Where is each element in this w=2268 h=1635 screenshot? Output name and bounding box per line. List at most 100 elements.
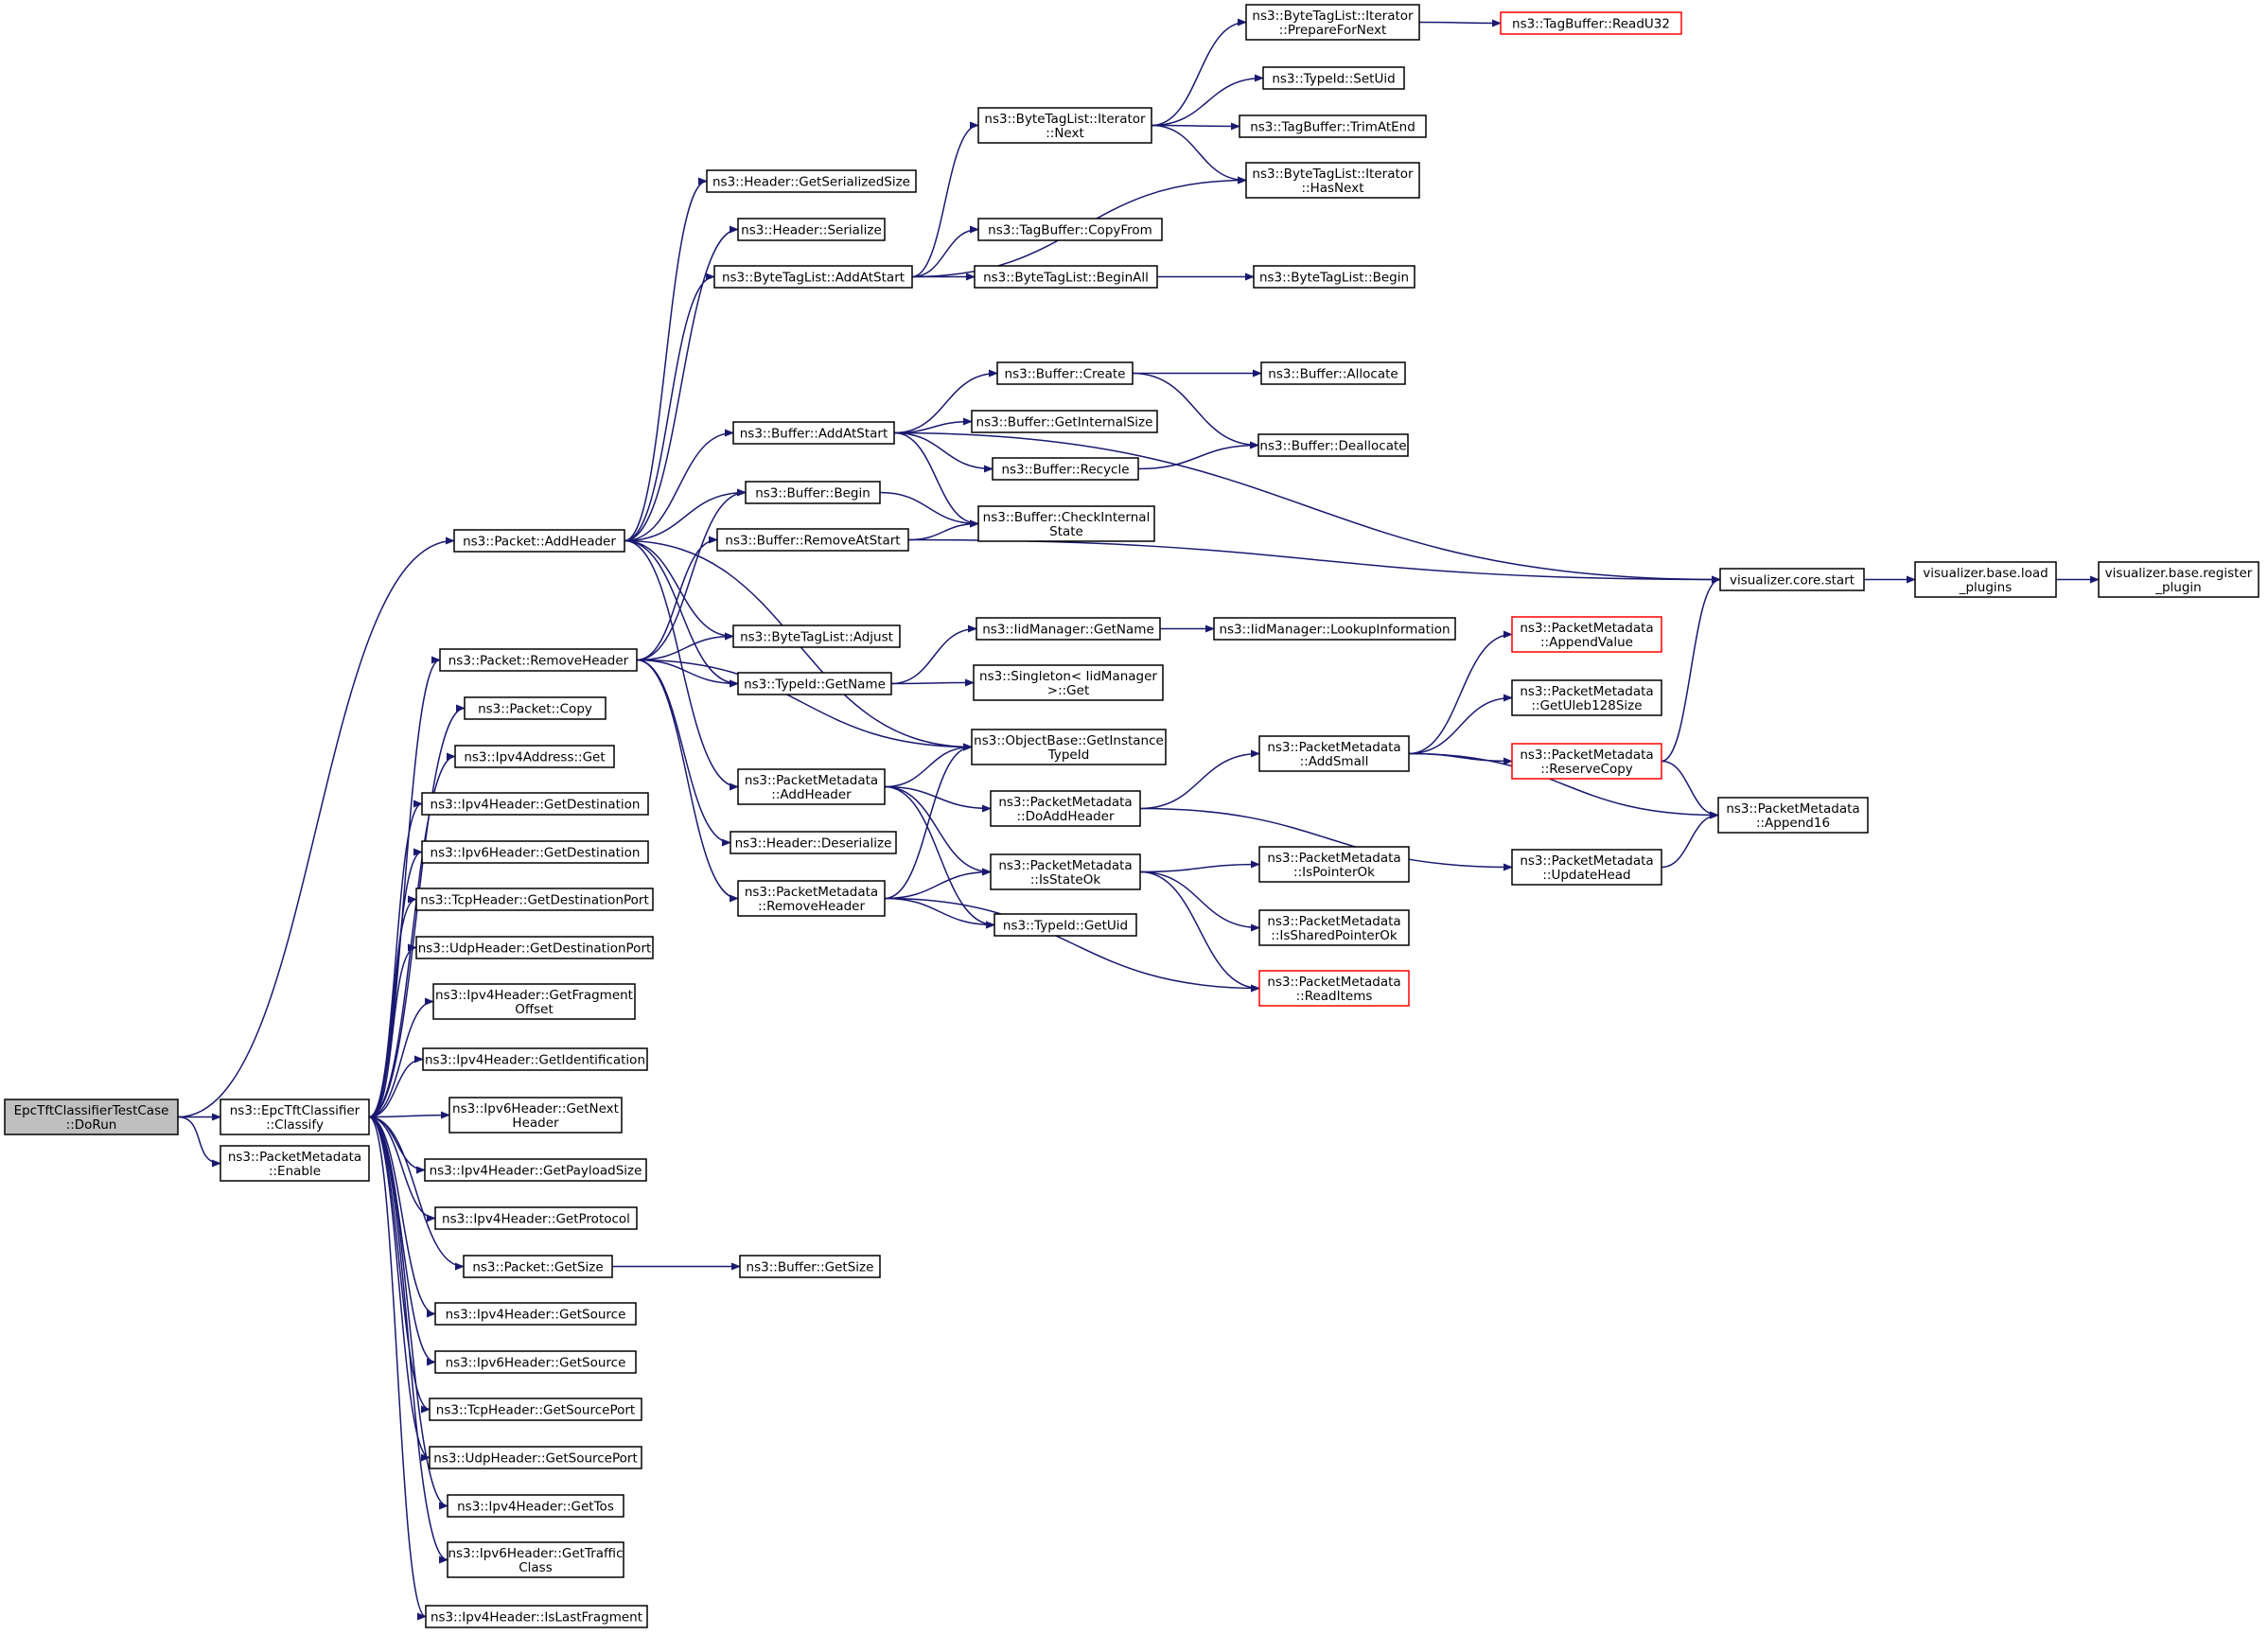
node-pm-enable[interactable]: ns3::PacketMetadata::Enable — [220, 1145, 370, 1182]
node-ipv4-getproto[interactable]: ns3::Ipv4Header::GetProtocol — [434, 1206, 638, 1230]
node-pm-reservecopy[interactable]: ns3::PacketMetadata::ReserveCopy — [1511, 743, 1662, 780]
node-label: ::AddSmall — [1300, 754, 1369, 769]
node-buf-removeatstart[interactable]: ns3::Buffer::RemoveAtStart — [716, 528, 909, 552]
node-tcp-getsrcport[interactable]: ns3::TcpHeader::GetSourcePort — [429, 1398, 642, 1421]
node-root[interactable]: EpcTftClassifierTestCase::DoRun — [4, 1099, 179, 1135]
node-ipv6-getdest[interactable]: ns3::Ipv6Header::GetDestination — [421, 840, 649, 864]
node-label: ns3::Ipv6Header::GetTraffic — [448, 1546, 623, 1561]
call-edge-buf_addatstart-to-buf_checkinternal — [893, 431, 979, 528]
node-ipv4addr-get[interactable]: ns3::Ipv4Address::Get — [454, 745, 615, 768]
node-label: ns3::Buffer::CheckInternal — [983, 510, 1151, 525]
node-buf-recycle[interactable]: ns3::Buffer::Recycle — [992, 457, 1139, 481]
node-hdr-deserialize[interactable]: ns3::Header::Deserialize — [730, 831, 897, 854]
call-edge-buf_recycle-to-buf_deallocate — [1137, 441, 1259, 470]
node-iidm-getname[interactable]: ns3::IidManager::GetName — [976, 617, 1161, 641]
node-label: ns3::PacketMetadata — [745, 885, 878, 900]
node-pkt-addheader[interactable]: ns3::Packet::AddHeader — [453, 529, 625, 553]
node-box — [447, 1541, 624, 1578]
node-pm-isstateok[interactable]: ns3::PacketMetadata::IsStateOk — [990, 853, 1141, 890]
node-box — [706, 169, 917, 193]
node-hdr-serialize[interactable]: ns3::Header::Serialize — [737, 218, 886, 241]
node-btl-adjust[interactable]: ns3::ByteTagList::Adjust — [732, 624, 901, 648]
node-buf-getsize[interactable]: ns3::Buffer::GetSize — [739, 1255, 881, 1278]
node-viz-base-register[interactable]: visualizer.base.register_plugin — [2098, 561, 2259, 598]
call-edge-classify-to-ipv6_gettraffic — [368, 1116, 448, 1564]
node-btli-hasnext[interactable]: ns3::ByteTagList::Iterator::HasNext — [1245, 162, 1420, 199]
node-label: State — [1049, 524, 1083, 539]
call-edge-buf_removeatstart-to-buf_checkinternal — [907, 519, 979, 541]
node-pm-getuleb[interactable]: ns3::PacketMetadata::GetUleb128Size — [1511, 679, 1662, 716]
node-label: ::RemoveHeader — [758, 899, 865, 914]
node-typeid-getuid[interactable]: ns3::TypeId::GetUid — [993, 913, 1137, 937]
node-ipv4-getdest[interactable]: ns3::Ipv4Header::GetDestination — [421, 792, 649, 816]
node-label: ns3::Buffer::RemoveAtStart — [725, 534, 900, 549]
node-box — [415, 936, 654, 959]
node-label: ::AppendValue — [1540, 635, 1633, 650]
node-label: ::GetUleb128Size — [1531, 698, 1642, 713]
node-label: ns3::TypeId::GetName — [744, 677, 886, 693]
node-label: visualizer.base.register — [2105, 566, 2253, 581]
node-pm-addsmall[interactable]: ns3::PacketMetadata::AddSmall — [1258, 735, 1410, 772]
node-box — [220, 1145, 370, 1182]
node-pm-doaddheader[interactable]: ns3::PacketMetadata::DoAddHeader — [990, 790, 1141, 827]
node-ipv4-getsource[interactable]: ns3::Ipv4Header::GetSource — [434, 1302, 637, 1326]
node-btli-next[interactable]: ns3::ByteTagList::Iterator::Next — [977, 107, 1152, 144]
node-tcp-getdestport[interactable]: ns3::TcpHeader::GetDestinationPort — [415, 888, 654, 911]
node-pm-appendvalue[interactable]: ns3::PacketMetadata::AppendValue — [1511, 616, 1662, 653]
node-tb-readu32[interactable]: ns3::TagBuffer::ReadU32 — [1500, 11, 1682, 35]
node-label: ns3::Ipv4Header::GetFragment — [435, 988, 633, 1003]
node-pm-readitems[interactable]: ns3::PacketMetadata::ReadItems — [1258, 970, 1410, 1007]
node-label: ns3::UdpHeader::GetDestinationPort — [418, 941, 652, 957]
node-udp-getdestport[interactable]: ns3::UdpHeader::GetDestinationPort — [415, 936, 654, 959]
node-pm-addheader[interactable]: ns3::PacketMetadata::AddHeader — [737, 768, 886, 805]
node-ipv6-getsource[interactable]: ns3::Ipv6Header::GetSource — [434, 1350, 637, 1374]
node-udp-getsrcport[interactable]: ns3::UdpHeader::GetSourcePort — [429, 1446, 642, 1469]
call-edge-btli_next-to-tb_trimatend — [1151, 122, 1240, 131]
node-btl-addatstart[interactable]: ns3::ByteTagList::AddAtStart — [713, 265, 913, 289]
node-pkt-copy[interactable]: ns3::Packet::Copy — [464, 696, 607, 720]
node-buf-begin[interactable]: ns3::Buffer::Begin — [745, 481, 881, 504]
node-pm-issharedpointerok[interactable]: ns3::PacketMetadata::IsSharedPointerOk — [1258, 909, 1410, 946]
node-viz-core-start[interactable]: visualizer.core.start — [1719, 568, 1865, 591]
node-ipv4-getident[interactable]: ns3::Ipv4Header::GetIdentification — [422, 1047, 648, 1071]
node-buf-getinternalsize[interactable]: ns3::Buffer::GetInternalSize — [971, 410, 1158, 433]
node-pm-append16[interactable]: ns3::PacketMetadata::Append16 — [1717, 797, 1869, 834]
node-ipv4-getpayload[interactable]: ns3::Ipv4Header::GetPayloadSize — [424, 1158, 647, 1182]
node-buf-create[interactable]: ns3::Buffer::Create — [996, 361, 1134, 385]
node-btli-preparefornext[interactable]: ns3::ByteTagList::Iterator::PrepareForNe… — [1245, 4, 1420, 41]
node-pm-ispointerok[interactable]: ns3::PacketMetadata::IsPointerOk — [1258, 846, 1410, 883]
node-btl-beginall[interactable]: ns3::ByteTagList::BeginAll — [974, 265, 1158, 289]
node-classify[interactable]: ns3::EpcTftClassifier::Classify — [220, 1099, 370, 1135]
node-tb-copyfrom[interactable]: ns3::TagBuffer::CopyFrom — [977, 218, 1163, 241]
call-edge-classify-to-ipv4_getident — [368, 1055, 424, 1118]
node-btl-begin[interactable]: ns3::ByteTagList::Begin — [1253, 265, 1415, 289]
node-ipv4-gettos[interactable]: ns3::Ipv4Header::GetTos — [447, 1494, 624, 1518]
call-edge-classify-to-pkt_getsize — [368, 1116, 465, 1271]
node-pm-removeheader[interactable]: ns3::PacketMetadata::RemoveHeader — [737, 880, 886, 917]
node-viz-base-load[interactable]: visualizer.base.load_plugins — [1914, 561, 2057, 598]
node-buf-addatstart[interactable]: ns3::Buffer::AddAtStart — [732, 421, 895, 445]
node-pkt-getsize[interactable]: ns3::Packet::GetSize — [463, 1255, 613, 1278]
node-label: ns3::Packet::GetSize — [472, 1260, 603, 1275]
node-pm-updatehead[interactable]: ns3::PacketMetadata::UpdateHead — [1511, 849, 1662, 886]
node-pkt-removeheader[interactable]: ns3::Packet::RemoveHeader — [439, 648, 638, 672]
call-edge-classify-to-tcp_getdestport — [368, 895, 417, 1118]
call-edge-classify-to-ipv4_getsource — [368, 1116, 436, 1318]
node-hdr-getsersize[interactable]: ns3::Header::GetSerializedSize — [706, 169, 917, 193]
node-ipv4-islastfrag[interactable]: ns3::Ipv4Header::IsLastFragment — [425, 1605, 648, 1628]
node-buf-allocate[interactable]: ns3::Buffer::Allocate — [1260, 361, 1406, 385]
node-typeid-setuid[interactable]: ns3::TypeId::SetUid — [1262, 66, 1405, 90]
node-iidm-lookupinfo[interactable]: ns3::IidManager::LookupInformation — [1213, 617, 1456, 641]
node-buf-deallocate[interactable]: ns3::Buffer::Deallocate — [1257, 433, 1409, 457]
node-singleton-get[interactable]: ns3::Singleton< IidManager>::Get — [973, 664, 1164, 701]
node-label: ns3::TypeId::GetUid — [1003, 919, 1128, 934]
node-tb-trimatend[interactable]: ns3::TagBuffer::TrimAtEnd — [1239, 114, 1427, 138]
call-edge-buf_addatstart-to-viz_core_start — [893, 431, 1721, 584]
node-label: EpcTftClassifierTestCase — [14, 1103, 169, 1118]
node-typeid-getname[interactable]: ns3::TypeId::GetName — [737, 672, 892, 695]
